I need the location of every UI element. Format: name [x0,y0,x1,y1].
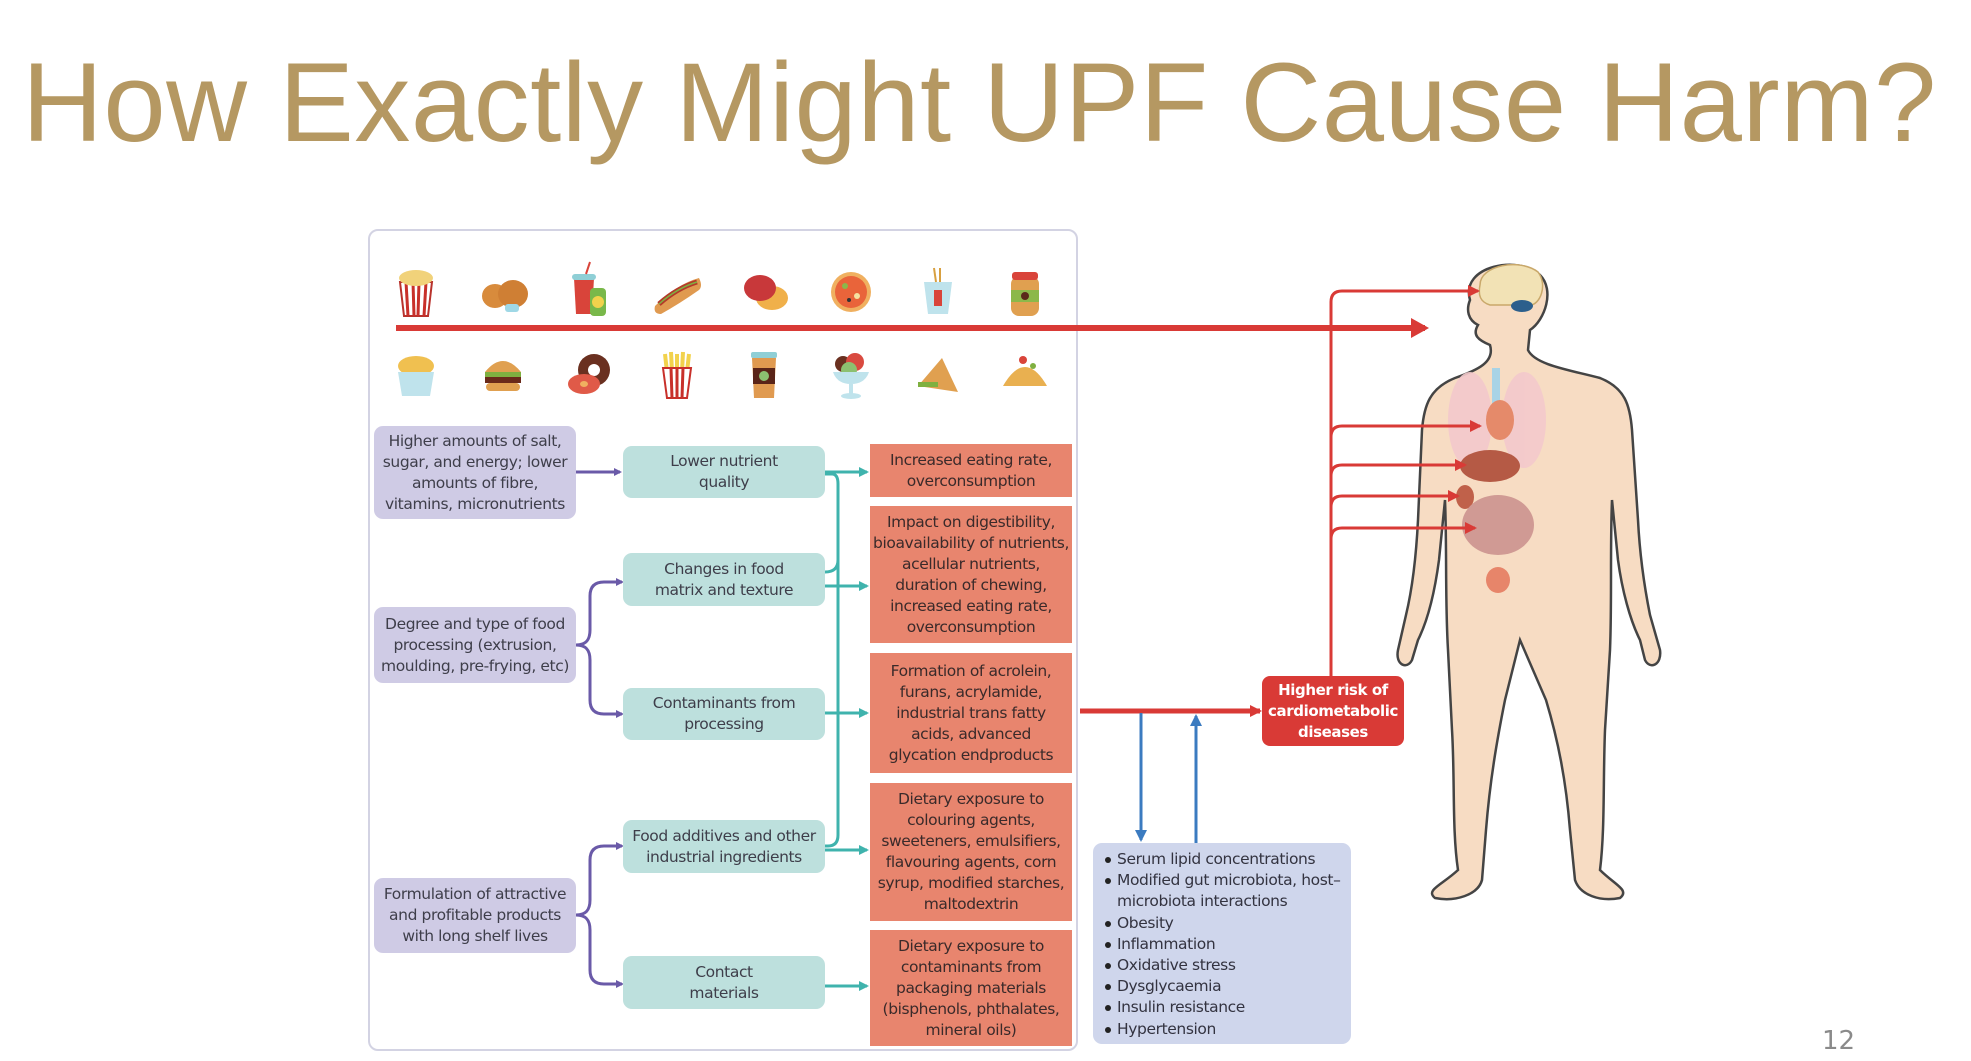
intestine-icon [1462,495,1534,555]
soda-drink-icon [560,260,620,320]
heart-icon [1486,400,1514,440]
teal-bus [824,472,840,848]
exposure-box-process-contaminants: Formation of acrolein, furans, acrylamid… [870,653,1072,773]
popcorn-icon [386,260,446,320]
brain-icon [1478,264,1544,312]
mechanism-item: Obesity [1105,913,1345,934]
body-outline [1396,263,1662,901]
taco-icon [995,342,1055,402]
burger-icon [473,342,533,402]
liver-icon [1460,450,1520,482]
driver-box-formulation: Formulation of attractive and profitable… [374,878,576,953]
characteristic-box-nutrient-quality: Lower nutrient quality [623,446,825,498]
hot-dog-icon [647,260,707,320]
kidney-icon [1456,485,1474,509]
page-number: 12 [1822,1026,1856,1056]
sandwich-icon [908,342,968,402]
mechanism-item: Inflammation [1105,934,1345,955]
exposure-box-packaging: Dietary exposure to contaminants from pa… [870,930,1072,1046]
mechanism-item: Modified gut microbiota, host–microbiota… [1105,870,1345,912]
jar-spread-icon [995,260,1055,320]
trachea-icon [1492,368,1500,408]
donut-icon [560,342,620,402]
pizza-icon [821,260,881,320]
fried-chicken-icon [473,260,533,320]
mechanism-item: Hypertension [1105,1019,1345,1040]
outcome-box-cardiometabolic: Higher risk of cardiometabolic diseases [1262,676,1404,746]
mechanism-item: Dysglycaemia [1105,976,1345,997]
characteristic-box-additives: Food additives and other industrial ingr… [623,820,825,873]
exposure-box-additives: Dietary exposure to colouring agents, sw… [870,783,1072,921]
bladder-icon [1486,567,1510,593]
characteristic-box-contact-materials: Contact materials [623,956,825,1009]
mechanism-item: Oxidative stress [1105,955,1345,976]
characteristic-box-contaminants: Contaminants from processing [623,688,825,740]
macaron-icon [734,260,794,320]
characteristic-box-food-matrix: Changes in food matrix and texture [623,553,825,606]
chicken-nuggets-icon [386,342,446,402]
driver-box-processing: Degree and type of food processing (extr… [374,607,576,683]
mechanism-item: Insulin resistance [1105,997,1345,1018]
takeout-box-icon [908,260,968,320]
coffee-cup-icon [734,342,794,402]
exposure-box-eating-rate: Increased eating rate, overconsumption [870,444,1072,497]
outcome-to-organs-bus [1329,289,1470,676]
driver2-arrows [575,580,620,716]
exposure-box-digestibility: Impact on digestibility, bioavailability… [870,506,1072,643]
mechanism-item: Serum lipid concentrations [1105,849,1345,870]
fries-icon [647,342,707,402]
driver3-arrows [575,844,620,986]
driver-box-nutrient-profile: Higher amounts of salt, sugar, and energ… [374,426,576,519]
ice-cream-sundae-icon [821,342,881,402]
slide-title: How Exactly Might UPF Cause Harm? [22,40,1937,165]
organ-arrows [1329,285,1482,540]
